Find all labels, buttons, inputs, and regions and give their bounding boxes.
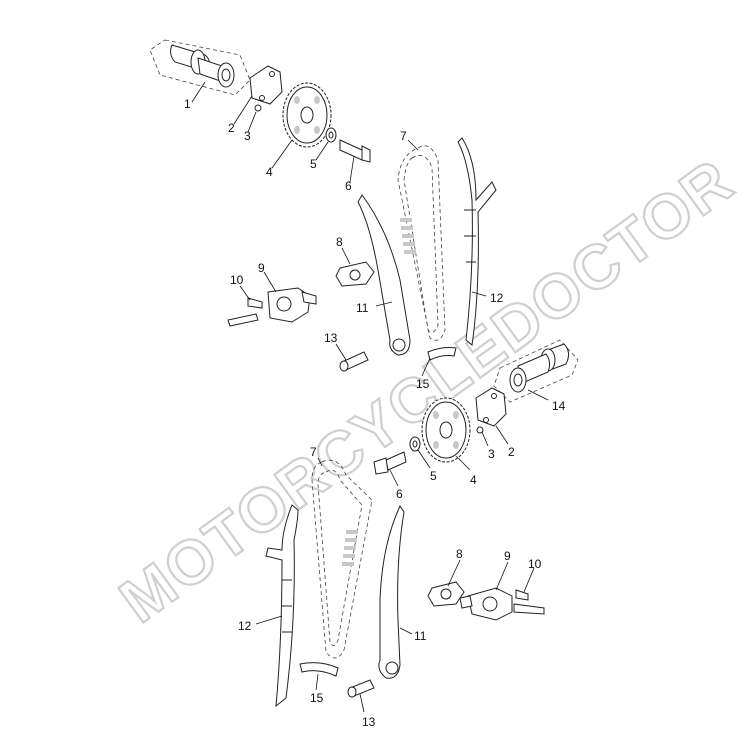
callout-labels: 1 2 3 4 5 6 7 8 9 10 11 12 13 15 14 2 3 … — [184, 97, 566, 729]
cam-bracket-upper — [249, 65, 283, 105]
camshaft-lower — [493, 339, 579, 403]
tensioner-bolt-upper — [227, 297, 263, 327]
chain-clip-lower — [299, 662, 339, 677]
washer-upper — [325, 127, 337, 143]
tensioner-bolt-lower — [513, 589, 545, 615]
callout-15: 15 — [416, 377, 430, 391]
callout-7-lower: 7 — [310, 445, 317, 459]
callout-14: 14 — [552, 399, 566, 413]
callout-10: 10 — [230, 273, 244, 287]
callout-4: 4 — [266, 165, 273, 179]
callout-11-lower: 11 — [414, 629, 427, 643]
watermark-text: MOTORCYCLEDOCTOR — [108, 146, 747, 636]
chain-guide-upper — [357, 194, 411, 356]
callout-9: 9 — [258, 261, 265, 275]
tensioner-blade-upper — [457, 137, 497, 346]
guide-pin-upper — [339, 351, 369, 372]
chain-guide-lower — [378, 504, 405, 679]
callout-6-lower: 6 — [396, 487, 403, 501]
sprocket-bolt-upper — [339, 139, 371, 163]
sprocket-bolt-lower — [373, 451, 407, 475]
callout-1: 1 — [184, 97, 191, 111]
cam-bracket-lower — [475, 387, 507, 427]
callout-3-lower: 3 — [488, 447, 495, 461]
chain-tensioner-lower — [459, 587, 513, 621]
small-bolt-lower — [476, 426, 484, 434]
callout-5: 5 — [310, 157, 317, 171]
callout-12-lower: 12 — [238, 619, 252, 633]
callout-3: 3 — [244, 129, 251, 143]
chain-tensioner-upper — [267, 287, 317, 323]
camshaft-upper — [149, 39, 251, 96]
guide-pin-lower — [347, 679, 375, 698]
washer-lower — [409, 436, 421, 452]
callout-8: 8 — [336, 235, 343, 249]
timing-chain-lower — [311, 459, 373, 659]
chain-links-upper — [400, 218, 416, 254]
small-bolt-upper — [254, 104, 262, 112]
callout-5-lower: 5 — [430, 469, 437, 483]
callout-9-lower: 9 — [504, 549, 511, 563]
tensioner-gasket-lower — [427, 581, 465, 607]
chain-links-lower — [342, 530, 358, 566]
tensioner-blade-lower — [265, 504, 299, 708]
cam-sprocket-upper — [282, 82, 332, 148]
cam-sprocket-lower — [421, 397, 471, 463]
leader-lines — [191, 81, 549, 713]
callout-12: 12 — [490, 291, 504, 305]
tensioner-gasket-upper — [335, 261, 375, 287]
callout-6: 6 — [345, 179, 352, 193]
callout-11: 11 — [356, 301, 369, 315]
callout-15-lower: 15 — [310, 691, 324, 705]
callout-2-lower: 2 — [508, 445, 515, 459]
timing-chain-upper — [397, 145, 446, 341]
callout-2: 2 — [228, 121, 235, 135]
chain-clip-upper — [427, 347, 457, 361]
callout-7: 7 — [400, 129, 407, 143]
callout-4-lower: 4 — [470, 473, 477, 487]
callout-10-lower: 10 — [528, 557, 542, 571]
callout-8-lower: 8 — [456, 547, 463, 561]
callout-13: 13 — [324, 331, 338, 345]
callout-13-lower: 13 — [362, 715, 376, 729]
